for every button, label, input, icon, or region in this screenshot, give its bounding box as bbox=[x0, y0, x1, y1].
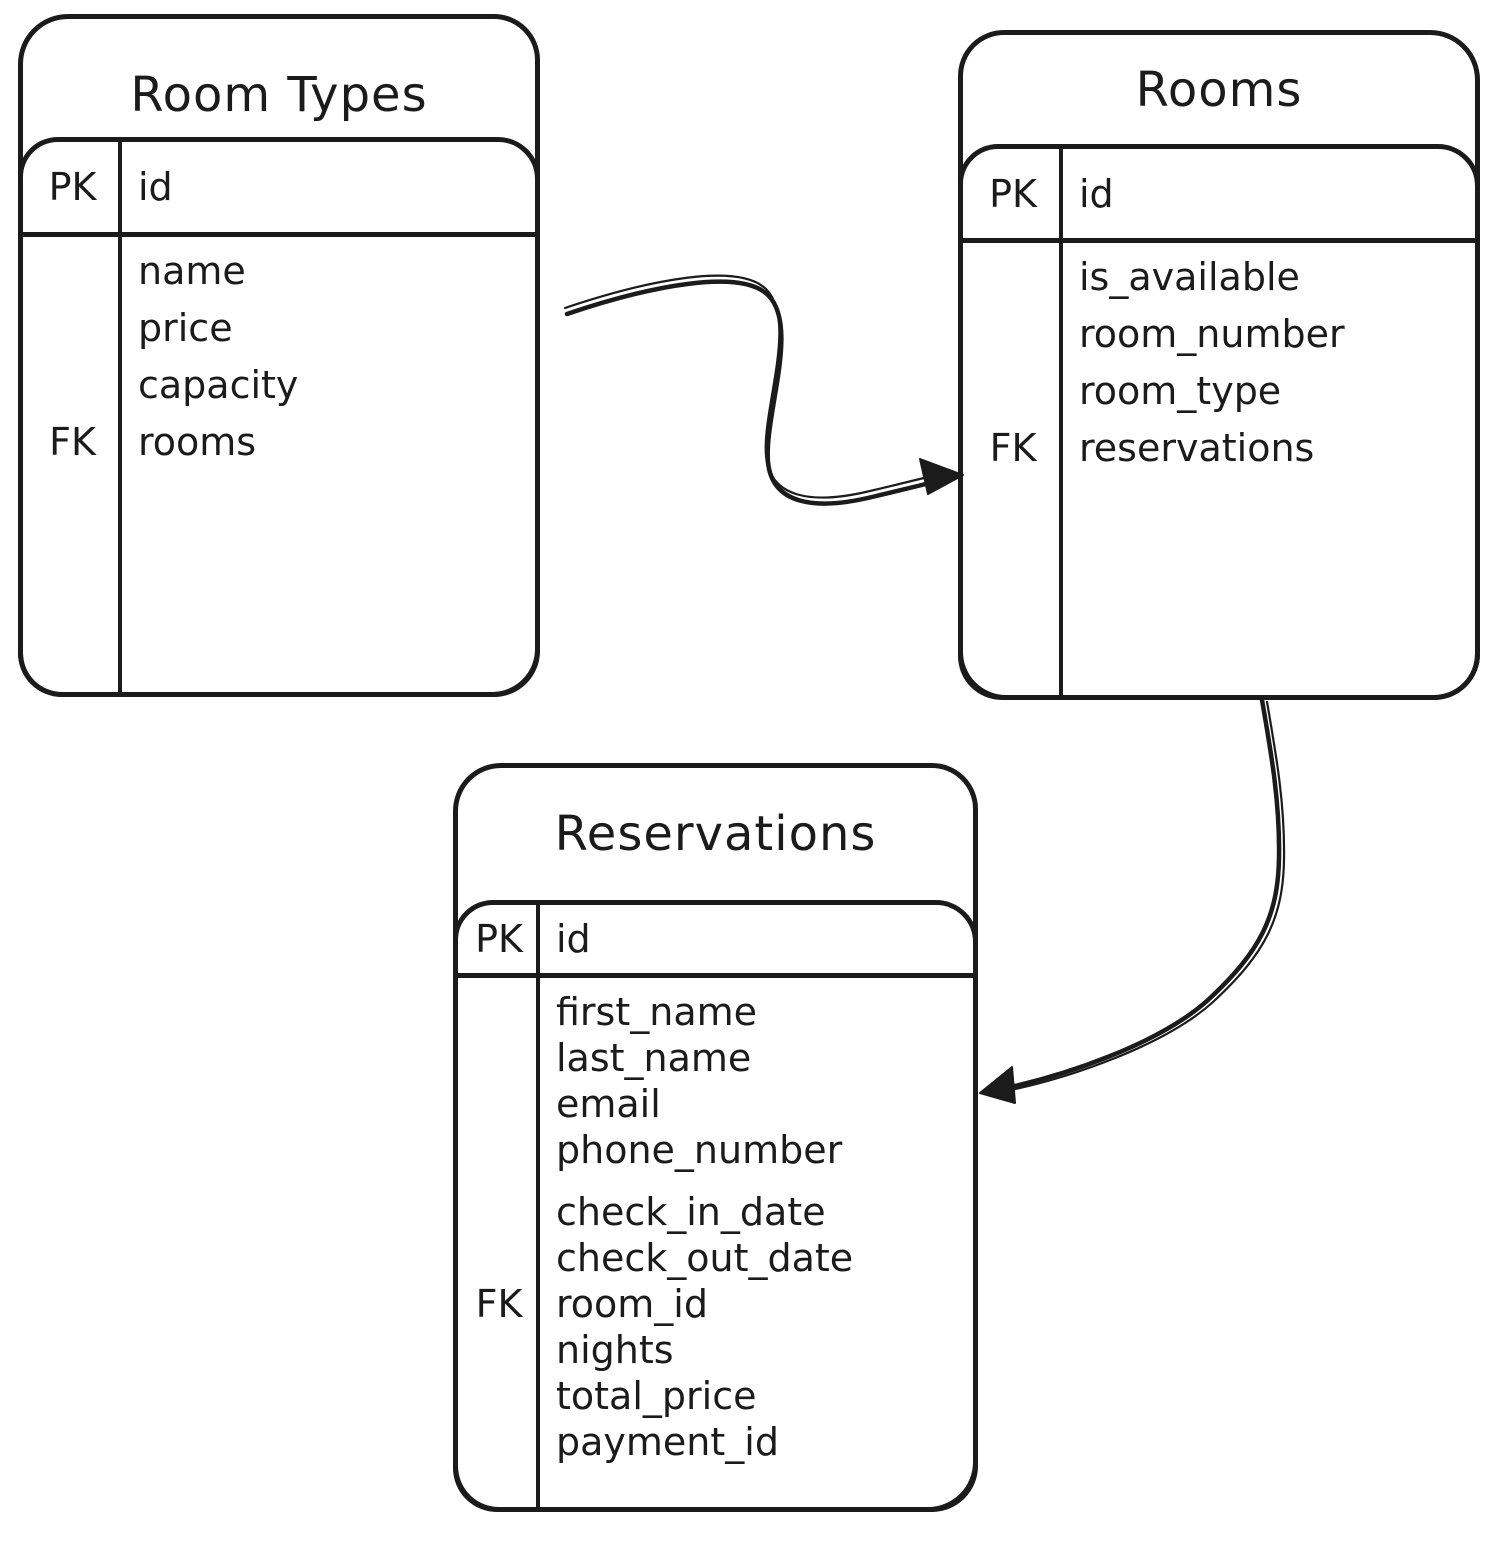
attr-row: capacity bbox=[23, 356, 535, 413]
attr-name-label: phone_number bbox=[556, 1128, 843, 1172]
column-divider bbox=[1059, 149, 1063, 695]
attr-row: total_price bbox=[458, 1373, 973, 1419]
table-header-row: PK id bbox=[963, 149, 1475, 243]
table-header-row: PK id bbox=[458, 905, 973, 978]
attr-name-label: name bbox=[138, 248, 246, 293]
attr-name-label: is_available bbox=[1079, 254, 1300, 299]
pk-label: PK bbox=[48, 165, 97, 209]
table-title: Reservations bbox=[554, 806, 877, 862]
attr-key-label: FK bbox=[989, 425, 1037, 470]
attr-name-label: total_price bbox=[556, 1374, 757, 1418]
pk-field: id bbox=[1079, 171, 1114, 216]
table-header-row: PK id bbox=[23, 142, 535, 237]
attr-name-label: room_id bbox=[556, 1282, 708, 1326]
attr-row: payment_id bbox=[458, 1419, 973, 1465]
table-title: Room Types bbox=[130, 67, 428, 123]
attr-row: nights bbox=[458, 1327, 973, 1373]
attr-row: FK room_id bbox=[458, 1281, 973, 1327]
attr-row: room_type bbox=[963, 362, 1475, 419]
column-divider bbox=[536, 905, 540, 1507]
attr-row: is_available bbox=[963, 248, 1475, 305]
attr-key-label: FK bbox=[49, 419, 96, 464]
attr-row: FK reservations bbox=[963, 419, 1475, 476]
attr-row: price bbox=[23, 299, 535, 356]
attr-key-label: FK bbox=[475, 1282, 523, 1326]
arrow-room-types-to-rooms bbox=[563, 274, 964, 506]
pk-label: PK bbox=[989, 171, 1037, 216]
pk-label: PK bbox=[475, 917, 523, 961]
attr-name-label: rooms bbox=[138, 419, 257, 464]
pk-field: id bbox=[138, 165, 173, 209]
arrowhead-icon bbox=[919, 458, 964, 495]
attr-row: check_in_date bbox=[458, 1189, 973, 1235]
attr-name-label: reservations bbox=[1079, 425, 1315, 470]
pk-field: id bbox=[556, 917, 591, 961]
attr-row: room_number bbox=[963, 305, 1475, 362]
attr-row: first_name bbox=[458, 989, 973, 1035]
attr-name-label: check_out_date bbox=[556, 1236, 854, 1280]
attr-name-label: email bbox=[556, 1082, 661, 1126]
attr-row: phone_number bbox=[458, 1127, 973, 1173]
attr-name-label: capacity bbox=[138, 362, 299, 407]
attr-name-label: room_type bbox=[1079, 368, 1282, 413]
table-title: Rooms bbox=[1135, 61, 1303, 118]
attr-name-label: room_number bbox=[1079, 311, 1345, 356]
arrowhead-icon bbox=[979, 1066, 1016, 1104]
attr-row: FK rooms bbox=[23, 413, 535, 470]
attr-row: check_out_date bbox=[458, 1235, 973, 1281]
attr-name-label: first_name bbox=[556, 990, 758, 1034]
table-rooms: Rooms PK id is_available room_number room_… bbox=[958, 30, 1480, 700]
attr-name-label: last_name bbox=[556, 1036, 752, 1080]
arrow-rooms-to-reservations bbox=[979, 697, 1286, 1104]
attr-name-label: price bbox=[138, 305, 233, 350]
attr-name-label: payment_id bbox=[556, 1420, 779, 1464]
attr-name-label: check_in_date bbox=[556, 1190, 826, 1234]
column-divider bbox=[118, 142, 122, 692]
attr-row: email bbox=[458, 1081, 973, 1127]
attr-row: name bbox=[23, 242, 535, 299]
attr-name-label: nights bbox=[556, 1328, 674, 1372]
attr-row: last_name bbox=[458, 1035, 973, 1081]
